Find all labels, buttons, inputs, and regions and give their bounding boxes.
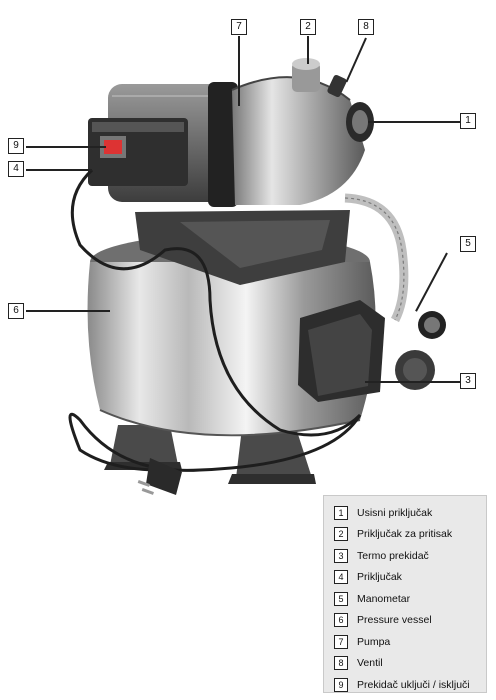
callout-7: 7 <box>231 19 247 35</box>
callout-5: 5 <box>460 236 476 252</box>
legend-item: 2 Priključak za pritisak <box>334 524 478 546</box>
legend-item: 4 Priključak <box>334 567 478 589</box>
legend-item: 3 Termo prekidač <box>334 545 478 567</box>
legend-number: 6 <box>334 613 348 628</box>
legend-label: Ventil <box>357 657 383 670</box>
legend-item: 5 Manometar <box>334 588 478 610</box>
leader-1 <box>368 121 460 123</box>
legend-label: Priključak <box>357 571 402 584</box>
pressure-switch <box>298 300 446 402</box>
leader-7 <box>238 36 240 106</box>
power-cable <box>68 168 362 472</box>
legend-label: Pumpa <box>357 635 391 648</box>
legend-item: 8 Ventil <box>334 653 478 675</box>
switch-box <box>88 118 188 186</box>
callout-4: 4 <box>8 161 24 177</box>
legend-label: Usisni priključak <box>357 506 433 519</box>
legend-number: 4 <box>334 570 348 585</box>
leader-6 <box>26 310 110 312</box>
callout-8: 8 <box>358 19 374 35</box>
legend-number: 1 <box>334 505 348 520</box>
legend-label: Manometar <box>357 592 411 605</box>
legend-number: 9 <box>334 677 348 692</box>
pump-housing <box>231 58 374 205</box>
legend-label: Termo prekidač <box>357 549 429 562</box>
legend-number: 5 <box>334 591 348 606</box>
leader-4 <box>26 169 92 171</box>
motor-base <box>135 210 350 285</box>
legend-item: 7 Pumpa <box>334 631 478 653</box>
power-plug <box>137 458 182 495</box>
callout-3: 3 <box>460 373 476 389</box>
legend-number: 8 <box>334 656 348 671</box>
leader-9 <box>26 146 106 148</box>
legend-panel: 1 Usisni priključak 2 Priključak za pritis… <box>323 495 487 693</box>
leader-2 <box>307 36 309 64</box>
legend-number: 7 <box>334 634 348 649</box>
callout-9: 9 <box>8 138 24 154</box>
legend-item: 6 Pressure vessel <box>334 610 478 632</box>
legend-number: 3 <box>334 548 348 563</box>
legend-item: 9 Prekidač uključi / isključi <box>334 674 478 696</box>
legend-item: 1 Usisni priključak <box>334 502 478 524</box>
callout-2: 2 <box>300 19 316 35</box>
callout-1: 1 <box>460 113 476 129</box>
callout-6: 6 <box>8 303 24 319</box>
legend-label: Prekidač uključi / isključi <box>357 678 470 691</box>
leader-3 <box>365 381 460 383</box>
legend-label: Pressure vessel <box>357 614 432 627</box>
legend-label: Priključak za pritisak <box>357 528 453 541</box>
legend-number: 2 <box>334 527 348 542</box>
